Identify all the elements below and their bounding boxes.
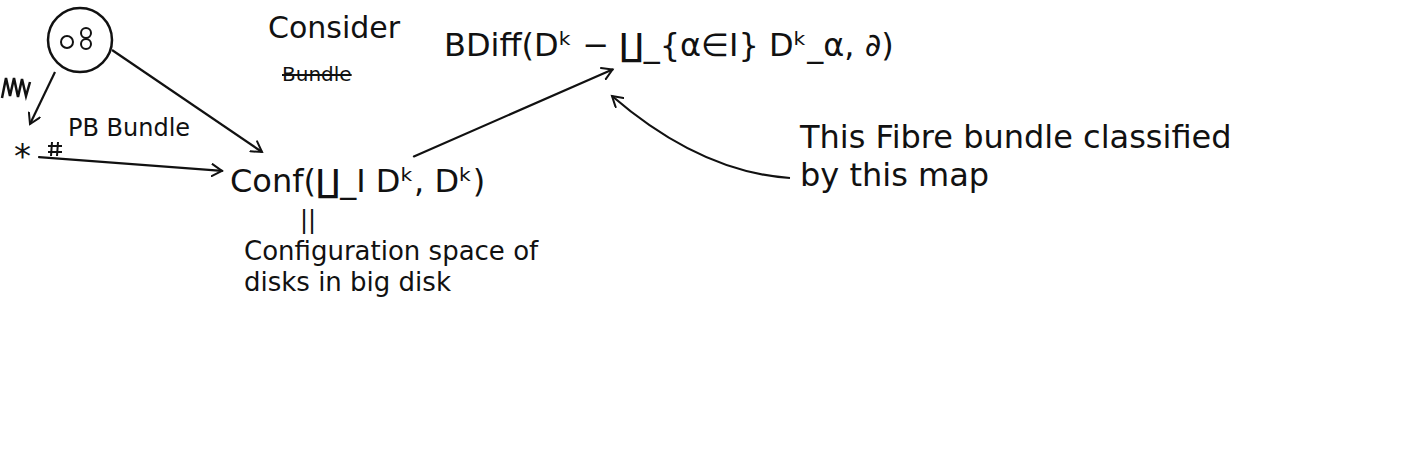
math-term: Conf(∐_I Dᵏ, Dᵏ) [226, 158, 489, 204]
term-text: Conf(∐_I Dᵏ, Dᵏ) [230, 162, 485, 200]
crossed-out-word: Bundle [282, 62, 352, 86]
small-disk [61, 36, 73, 48]
big-disk [48, 8, 112, 72]
small-disk [81, 39, 91, 49]
definition-note: Configuration space of disks in big disk [244, 236, 544, 298]
map-arrow [414, 70, 613, 157]
math-term: BDiff(Dᵏ − ∐_{α∈I} Dᵏ_α, ∂) [440, 22, 898, 68]
equals-sign: || [300, 206, 316, 235]
term-text: BDiff(Dᵏ − ∐_{α∈I} Dᵏ_α, ∂) [444, 26, 894, 64]
map-arrow [39, 157, 222, 171]
term-text: * [14, 136, 31, 176]
scribble [2, 78, 30, 98]
pullback-arrow [30, 72, 55, 124]
heading-note: Consider [268, 10, 400, 46]
math-term: * [10, 132, 35, 180]
callout-arrow [612, 96, 790, 178]
scribble [48, 142, 62, 156]
callout-note: This Fibre bundle classified by this map [800, 118, 1270, 195]
small-disk [81, 28, 91, 38]
arrow-label: PB Bundle [68, 114, 190, 143]
